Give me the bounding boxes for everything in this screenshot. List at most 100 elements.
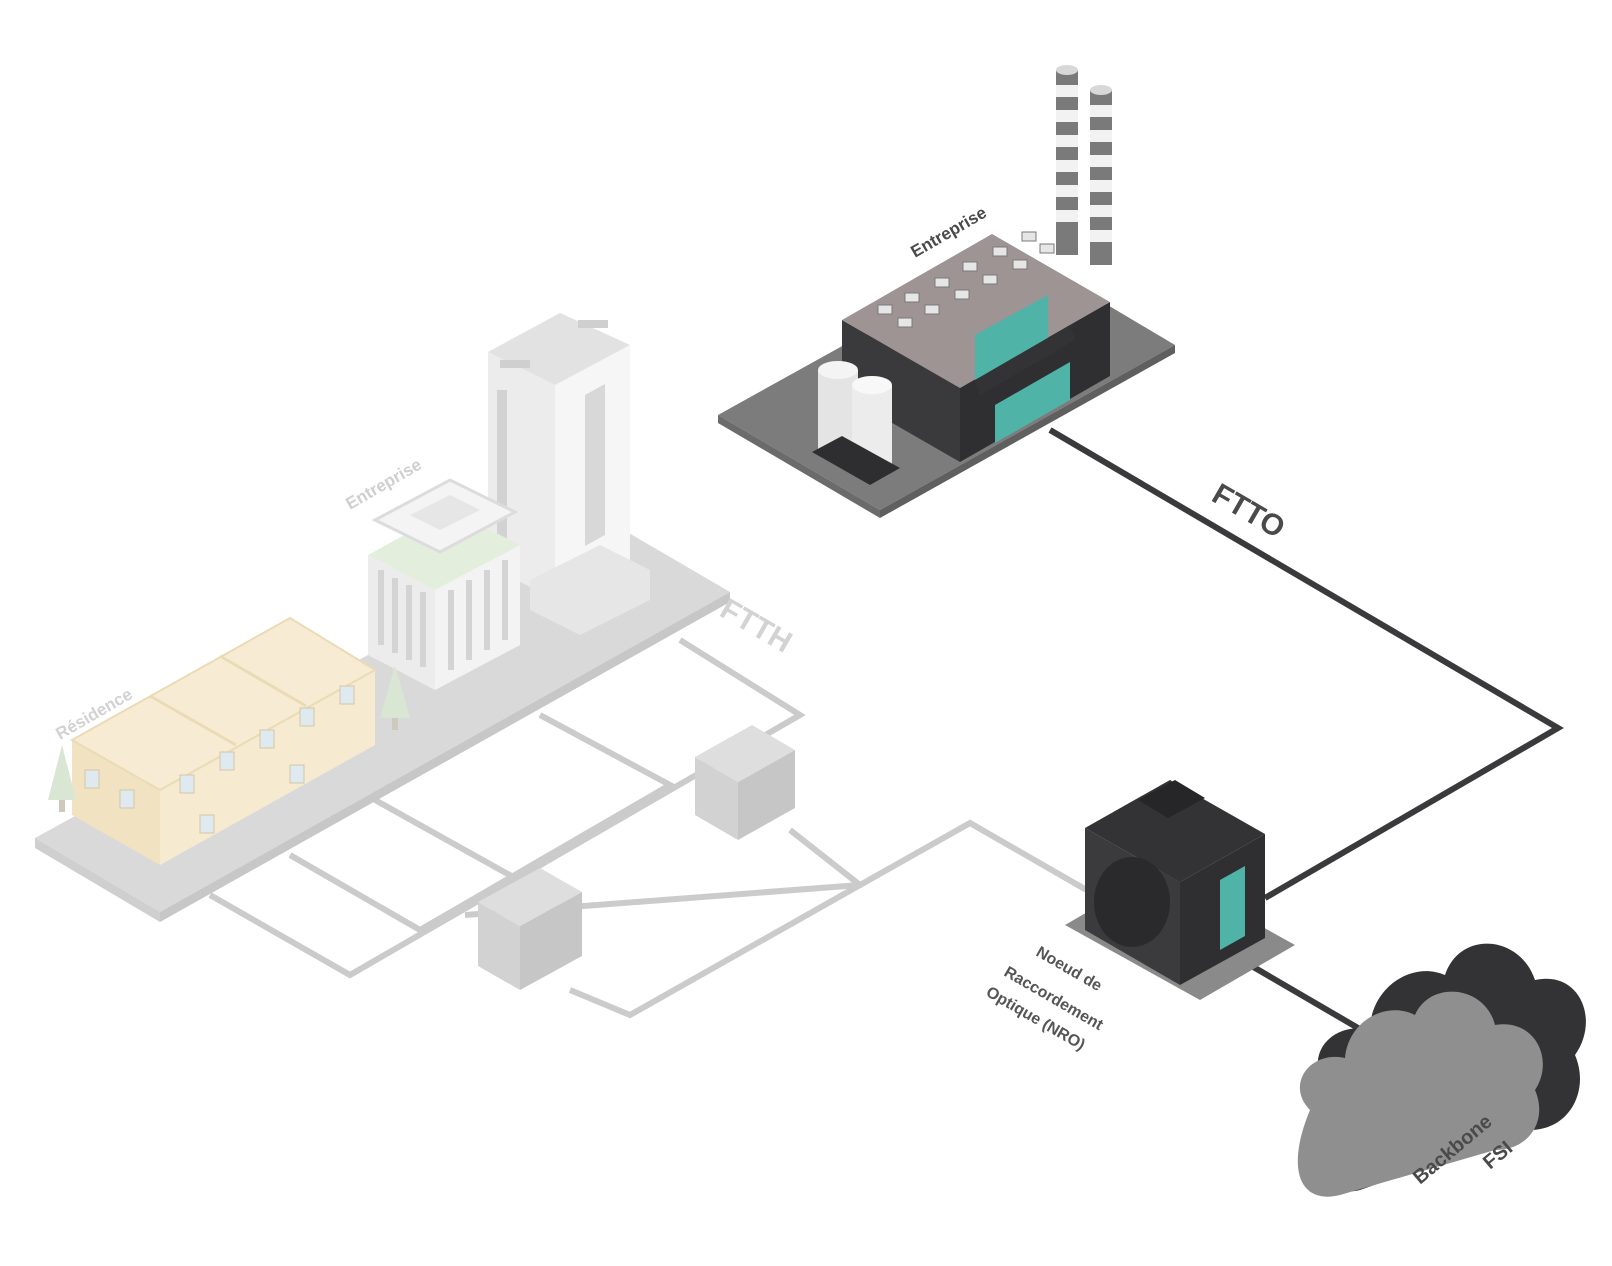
chimney-stripe — [1056, 85, 1078, 97]
residence-window — [199, 814, 215, 834]
residence-roof-divider-1 — [149, 694, 237, 747]
factory-entrance-block — [975, 325, 1075, 395]
roof-vent — [1012, 259, 1028, 270]
cabinet-front — [695, 757, 738, 840]
residence-window — [339, 685, 355, 705]
roof-vent — [877, 304, 893, 315]
chimney-stripe — [1090, 155, 1112, 167]
roof-vent — [992, 246, 1008, 257]
chimney-stripe — [1056, 210, 1078, 222]
residence-building — [69, 616, 377, 865]
cabinet-side — [520, 892, 582, 990]
roof-vent — [1021, 231, 1037, 242]
office-window — [378, 570, 384, 645]
factory-ground-edge — [718, 415, 880, 518]
nro-node — [1065, 780, 1295, 1000]
residence-roof-divider-2 — [219, 654, 307, 708]
office-window — [420, 592, 426, 667]
label-ftto: FTTO — [1207, 477, 1291, 544]
chimney-stripe — [1090, 180, 1112, 192]
residence-window — [219, 751, 235, 771]
roof-vent — [954, 289, 970, 300]
tower-base — [530, 545, 650, 635]
ftth-line-6 — [788, 827, 862, 888]
storage-tanks — [812, 361, 900, 485]
tree-trunk — [59, 800, 65, 812]
roof-vent-1 — [500, 360, 530, 368]
ftth-network-lines — [208, 637, 1092, 1019]
roof-vent — [1039, 243, 1055, 254]
office-windows — [378, 560, 508, 670]
nro-teal-door — [1220, 866, 1245, 950]
cabinet-top — [695, 725, 795, 782]
cabinet-side — [738, 750, 795, 840]
residence-window — [119, 789, 135, 809]
chimneys — [1056, 65, 1112, 265]
ftth-line-outer — [208, 637, 806, 979]
label-ftth: FTTH — [715, 592, 798, 659]
residence-window — [84, 769, 100, 789]
office-window — [502, 560, 508, 640]
factory-ground-edge-r — [880, 345, 1175, 518]
tank-base — [812, 436, 900, 485]
residence-window — [289, 764, 305, 784]
tree-icon — [380, 665, 410, 718]
chimney-stripe — [1056, 185, 1078, 197]
roof-vent — [904, 292, 920, 303]
backbone-line — [1236, 955, 1372, 1038]
nro-top-hatch — [1138, 780, 1205, 818]
chimney-top-1 — [1056, 65, 1078, 75]
residence-window — [179, 774, 195, 794]
chimney-stripe — [1056, 110, 1078, 122]
chimney-stripe — [1056, 160, 1078, 172]
tree-trunk — [392, 718, 398, 730]
office-roof-box — [410, 495, 480, 530]
office-window — [448, 590, 454, 670]
tree-icon — [48, 745, 76, 800]
trees — [48, 665, 410, 812]
office-window — [406, 585, 412, 660]
office-window — [484, 570, 490, 650]
ftth-line-4 — [464, 819, 1092, 918]
roof-vents — [877, 231, 1055, 328]
ftth-line-3 — [373, 797, 517, 881]
chimney-stripe — [1090, 130, 1112, 142]
roof-vent — [924, 304, 940, 315]
ftth-line-2 — [288, 712, 677, 934]
office-building — [368, 478, 520, 690]
chimney-stripes — [1056, 85, 1112, 242]
tower-window-1 — [497, 390, 507, 550]
tank-2-top — [852, 376, 892, 394]
residence-window — [259, 729, 275, 749]
ftth-line-5 — [568, 882, 862, 1019]
ftto-line — [1048, 427, 1564, 901]
residence-roof — [69, 616, 377, 792]
factory-roof — [842, 234, 1110, 388]
roof-vent — [962, 261, 978, 272]
roof-vent-2 — [578, 320, 608, 328]
cloud-gray-front — [1297, 991, 1543, 1197]
office-side — [435, 545, 520, 690]
chimney-stripe — [1056, 135, 1078, 147]
residence-window — [299, 707, 315, 727]
roof-vent — [982, 274, 998, 285]
factory-enterprise — [718, 65, 1175, 518]
factory-glass-upper — [975, 295, 1048, 380]
city-ground-edge-r — [160, 592, 730, 922]
office-window — [392, 578, 398, 653]
street-cabinet-1 — [695, 725, 795, 840]
city-block-light — [35, 313, 730, 922]
factory-glass-lower — [995, 362, 1070, 443]
cabinet-front — [478, 902, 520, 990]
chimney-stripe — [1090, 230, 1112, 242]
nro-top — [1085, 780, 1265, 882]
tank-1-top — [818, 361, 858, 379]
nro-front-panel — [1094, 857, 1170, 947]
office-front — [368, 555, 435, 690]
roof-vent — [897, 317, 913, 328]
chimney-stripe — [1090, 105, 1112, 117]
street-cabinet-2 — [478, 868, 582, 990]
tower-window-2 — [585, 384, 605, 546]
residence-windows — [84, 685, 355, 834]
